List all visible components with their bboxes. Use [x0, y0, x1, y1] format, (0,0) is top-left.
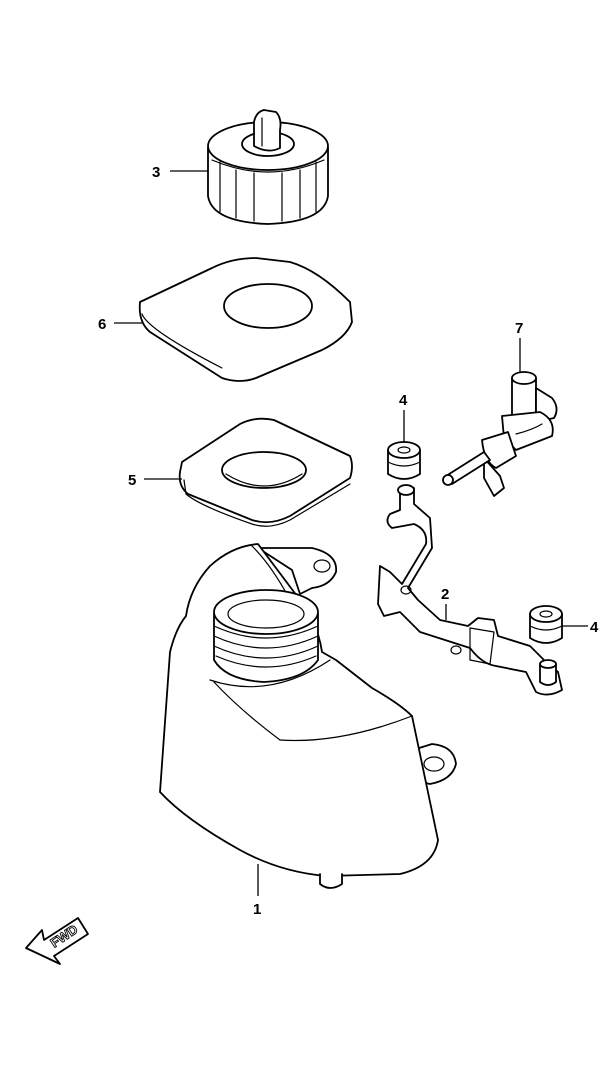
- callout-7: 7: [515, 320, 523, 337]
- callout-1: 1: [253, 901, 261, 918]
- callout-6: 6: [98, 316, 106, 333]
- gasket-upper: [138, 257, 353, 382]
- fuel-tank: [159, 543, 457, 889]
- fuel-cock: [442, 371, 558, 497]
- callout-4-upper: 4: [399, 392, 408, 409]
- callout-3: 3: [152, 164, 160, 181]
- callout-4-lower: 4: [590, 619, 599, 636]
- grommet-lower: [529, 605, 563, 644]
- leader-lines: [114, 170, 588, 896]
- fwd-direction-marker: FWD: [25, 917, 89, 965]
- callout-5: 5: [128, 472, 136, 489]
- callout-2: 2: [441, 586, 449, 603]
- packing: [178, 417, 353, 527]
- callout-labels: 3 6 5 4 7 2 4 1: [98, 164, 599, 918]
- grommet-upper: [387, 441, 421, 480]
- fuel-pipe-bracket: [377, 484, 563, 696]
- fuel-cap: [207, 109, 329, 225]
- arrow-left-down-icon: [25, 917, 89, 965]
